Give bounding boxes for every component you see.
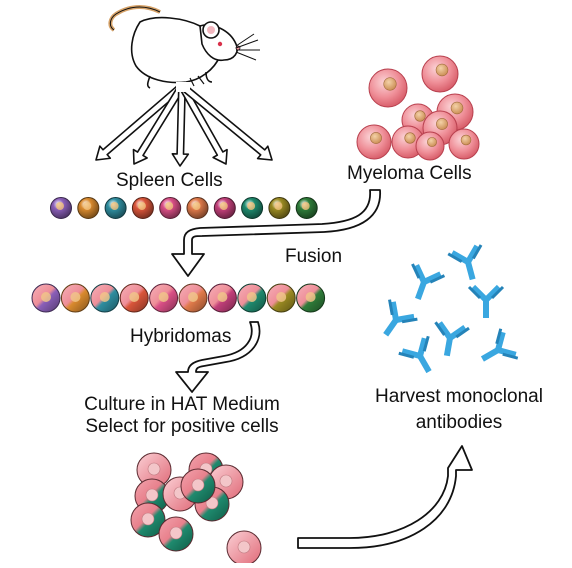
culture-cell	[226, 530, 262, 566]
antibody-icon	[383, 299, 418, 337]
spleen-cell	[295, 197, 318, 219]
culture-cluster-icon	[130, 452, 262, 566]
hybridoma-cell-row	[31, 283, 326, 313]
spleen-cell	[241, 197, 264, 219]
hybridoma-cell	[296, 283, 326, 313]
fusion-arrow	[171, 189, 381, 277]
antibody-icon	[480, 328, 519, 362]
hybridoma-cell	[266, 283, 296, 313]
culture-arrow	[175, 321, 261, 393]
harvest-arrow	[297, 445, 473, 549]
myeloma-cells-label: Myeloma Cells	[347, 163, 472, 184]
culture-label-line1: Culture in HAT Medium	[84, 394, 280, 415]
antibody-icon	[398, 335, 432, 374]
myeloma-cell	[415, 131, 445, 161]
antibody-icon	[447, 244, 483, 281]
spleen-cells-label: Spleen Cells	[116, 170, 223, 191]
antibody-icon	[434, 321, 470, 357]
antibody-icon	[467, 284, 505, 318]
spleen-cell	[186, 197, 209, 219]
culture-cell	[136, 452, 172, 488]
harvest-label-line2: antibodies	[415, 412, 503, 433]
hybridoma-cell	[119, 283, 149, 313]
hybridoma-cell	[31, 283, 61, 313]
spleen-arrow	[179, 82, 273, 161]
mouse-icon	[108, 5, 260, 89]
hybridoma-cell	[178, 283, 208, 313]
hybridoma-cell	[60, 283, 90, 313]
culture-label: Culture in HAT Medium Select for positiv…	[62, 394, 302, 438]
spleen-cell-row	[50, 197, 318, 219]
spleen-cell	[77, 197, 100, 219]
fusion-label: Fusion	[285, 246, 343, 267]
culture-cell	[130, 502, 166, 538]
spleen-cell	[159, 197, 182, 219]
spleen-cell	[131, 197, 154, 219]
culture-cell	[158, 516, 194, 552]
harvest-label-line1: Harvest monoclonal	[375, 386, 543, 407]
distribution-arrows	[95, 82, 273, 167]
spleen-arrow	[178, 83, 228, 165]
spleen-cell	[104, 197, 127, 219]
hybridoma-cell	[90, 283, 120, 313]
hybridoma-cell	[207, 283, 237, 313]
antibody-group	[383, 244, 519, 374]
antibody-icon	[411, 263, 446, 300]
harvest-label: Harvest monoclonal antibodies	[352, 386, 566, 434]
myeloma-cell	[368, 68, 408, 108]
myeloma-cluster-icon	[356, 55, 480, 161]
culture-cell	[180, 468, 216, 504]
hybridoma-cell	[237, 283, 267, 313]
spleen-cell	[213, 197, 236, 219]
myeloma-cell	[356, 124, 392, 160]
culture-label-line2: Select for positive cells	[85, 416, 279, 437]
hybridomas-label: Hybridomas	[130, 326, 232, 347]
spleen-cell	[268, 197, 291, 219]
hybridoma-cell	[149, 283, 179, 313]
myeloma-cell	[421, 55, 459, 93]
myeloma-cell	[448, 128, 480, 160]
spleen-cell	[50, 197, 72, 219]
